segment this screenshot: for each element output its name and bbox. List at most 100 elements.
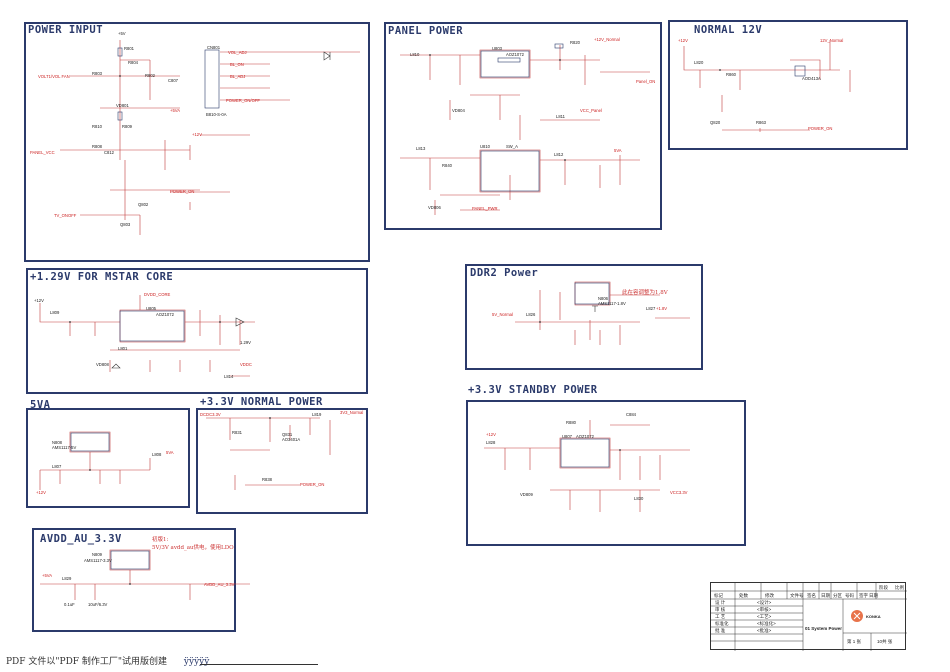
label-mc-l801: L801 [118,346,128,351]
net-ddr-18v: +1.8V [656,306,668,311]
block-title-panel-power: PANEL POWER [388,25,464,37]
label-pp-r820: R820 [570,40,581,45]
block-avdd [32,528,236,632]
label-sb-aoz: AOZ1072 [576,434,594,439]
net-pi-12v: +12V [192,132,202,137]
label-sb-vd809: VD809 [520,492,533,497]
net-ddr-5vnormal: 5V_Normal [492,312,513,317]
label-n12-l820: L820 [694,60,704,65]
tb-row-1-key: 审 核 [715,607,726,612]
block-panel-power [384,22,662,230]
label-pi-5vnormal: VD801 [116,103,129,108]
net-pi-5va: +5VA [170,108,181,113]
net-pp-panelon: Panel_ON [636,79,656,84]
tb-row-1-val: <审核> [757,607,772,612]
tb-row-2-key: 工 艺 [715,614,726,619]
block-normal-33 [196,408,368,514]
label-pp-l813: L813 [416,146,426,151]
block-ddr2-power [465,264,703,370]
footer-rule [200,664,318,665]
label-mc-vd808: VD808 [96,362,109,367]
tb-head-9: 日期 [869,593,878,598]
net-sb-12v: +12V [486,432,496,437]
label-mc-u805: U805 [146,306,157,311]
net-pi-tvonoff: TV_ONOFF [54,213,77,218]
label-pi-r804: R804 [128,60,139,65]
label-pi-r810: R810 [92,124,103,129]
block-title-standby-33: +3.3V STANDBY POWER [468,384,598,396]
tb-head-7: 号码 [845,593,854,598]
footer-link[interactable]: ÿÿÿÿÿ [183,657,210,667]
tb-row-0-key: 设 计 [715,600,726,605]
label-v5-l807: L807 [52,464,62,469]
net-pp-12vnormal: +12V_Normal [594,37,620,42]
label-pi-5v: +5V [118,31,126,36]
label-av-l829: L829 [62,576,72,581]
label-pi-r809: R809 [122,124,133,129]
label-pp-vd804: VD804 [452,108,465,113]
label-sb-l828: L828 [486,440,496,445]
net-n33-poweron: POWER_ON [300,482,325,487]
net-n12-12vnormal: 12V_Normal [820,38,844,43]
label-n33-r831: R831 [232,430,243,435]
net-sb-vcc33: VCC3.3V [670,490,688,495]
label-mc-1v29: 1.29V [240,340,251,345]
net-pp-vccpanel: VCC_Panel [580,108,602,113]
label-pi-r801: R801 [124,46,135,51]
block-normal-12v [668,20,908,150]
tb-head-3: 文件号 [790,593,804,598]
tb-head-0: 标记 [714,593,723,598]
tb-drawing-title: 01 System Power [805,626,843,631]
net-v5-5va: 5VA [166,450,174,455]
net-n12-poweron: POWER_ON [808,126,833,131]
net-mc-vddc: VDDC [240,362,252,367]
block-standby-33 [466,400,746,546]
label-v5-n808: N808 [52,440,63,445]
label-n33-ao3401: AO3401A [282,437,301,442]
tb-row-2-val: <工艺> [757,614,772,619]
block-5va [26,408,190,508]
tb-row-4-val: <批准> [757,628,772,633]
label-pp-vd806: VD806 [428,205,441,210]
label-av-ams: AMS1117-3.3V [84,558,112,563]
label-mc-aoz: AOZ1072 [156,312,174,317]
footer-pdf-note: PDF 文件以"PDF 制作工厂"试用版创建 ÿÿÿÿÿ [6,654,209,667]
tb-head-6: 分区 [833,593,842,598]
label-mc-l809: L809 [50,310,60,315]
net-pi-volt1: VOLT1/VOL FAN [38,74,70,79]
label-n33-q831: Q831 [282,432,293,437]
label-sb-u807: U807 [562,434,573,439]
title-block-grid [711,583,907,651]
label-pp-l812: L812 [554,152,564,157]
footer-text: PDF 文件以"PDF 制作工厂"试用版创建 [6,657,168,667]
note-av-1: 初版1: [152,537,169,543]
label-pi-r803: R803 [92,71,103,76]
block-title-avdd: AVDD_AU_3.3V [40,533,122,545]
label-n12-aod: AOD413A [802,76,821,81]
tb-brand: KONKA [866,614,881,619]
label-pp-l811: L811 [556,114,566,119]
block-title-normal-33: +3.3V NORMAL POWER [200,396,323,408]
net-n33-3v3normal: 3V3_Normal [340,410,364,415]
tb-sheet-total: 10共 张 [877,639,893,644]
tb-row-0-val: <设计> [757,600,772,605]
label-n33-l819: L819 [312,412,322,417]
net-pi-panelvcc: PANEL_VCC [30,150,55,155]
net-n12-12v: +12V [678,38,688,43]
label-ddr-l826: L826 [526,312,536,317]
label-pi-q803: Q802 [138,202,149,207]
net-n33-dcdc: DCDC3.3V [200,412,221,417]
label-pi-r802: R802 [145,73,156,78]
tb-sheet-number: 第 1 张 [847,639,862,644]
label-n12-r863: R863 [756,120,767,125]
label-pp-u803: U803 [492,46,503,51]
tb-head-5: 日期 [821,593,830,598]
note-av-2: 5V/3V avdd_au供电，使用LDO [152,545,234,551]
net-pp-5va: 5VA [614,148,622,153]
label-ddr-ams: AMS1117-1.8V [598,301,626,306]
label-pp-aoz: AOZ1072 [506,52,524,57]
label-pi-connector: B810-S-0A [206,112,227,117]
note-ddr-adjust: 此在容调整为1.8V [622,290,668,296]
label-mc-l814: L814 [224,374,234,379]
